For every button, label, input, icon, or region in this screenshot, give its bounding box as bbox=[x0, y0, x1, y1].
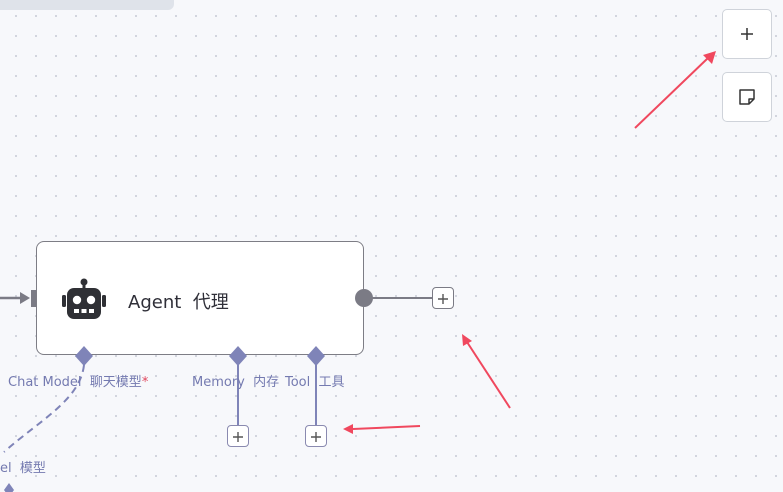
incoming-arrow-head bbox=[20, 292, 30, 304]
main-input-port bbox=[31, 290, 40, 307]
node-title: Agent 代理 bbox=[128, 292, 229, 313]
annotation-arrow-output bbox=[462, 334, 511, 409]
tool-port bbox=[307, 346, 325, 366]
annotation-arrow-zoom bbox=[634, 51, 716, 129]
required-marker: * bbox=[141, 375, 149, 390]
agent-node[interactable]: Agent 代理 bbox=[36, 241, 364, 355]
zoom-in-button[interactable] bbox=[722, 9, 772, 59]
tool-port-label: Tool 工具 bbox=[285, 375, 345, 390]
top-panel-edge bbox=[0, 0, 174, 10]
connected-model-node-label: el 模型 bbox=[0, 461, 46, 476]
add-memory-button[interactable] bbox=[227, 425, 249, 447]
add-sticky-note-button[interactable] bbox=[722, 72, 772, 122]
add-tool-button[interactable] bbox=[305, 425, 327, 447]
chat-model-port bbox=[75, 346, 93, 366]
plus-icon bbox=[740, 27, 754, 41]
model-node-port bbox=[4, 483, 14, 492]
plus-icon bbox=[438, 289, 448, 308]
robot-icon bbox=[61, 278, 107, 320]
main-output-port bbox=[355, 289, 373, 307]
memory-port bbox=[229, 346, 247, 366]
chat-model-connection bbox=[3, 364, 85, 453]
add-next-node-button[interactable] bbox=[432, 287, 454, 309]
plus-icon bbox=[233, 427, 243, 446]
memory-port-label: Memory 内存 bbox=[192, 375, 280, 390]
plus-icon bbox=[311, 427, 321, 446]
annotation-arrow-tool bbox=[343, 424, 421, 434]
chat-model-port-label: Chat Model 聊天模型* bbox=[8, 375, 149, 390]
sticky-note-icon bbox=[738, 88, 756, 106]
